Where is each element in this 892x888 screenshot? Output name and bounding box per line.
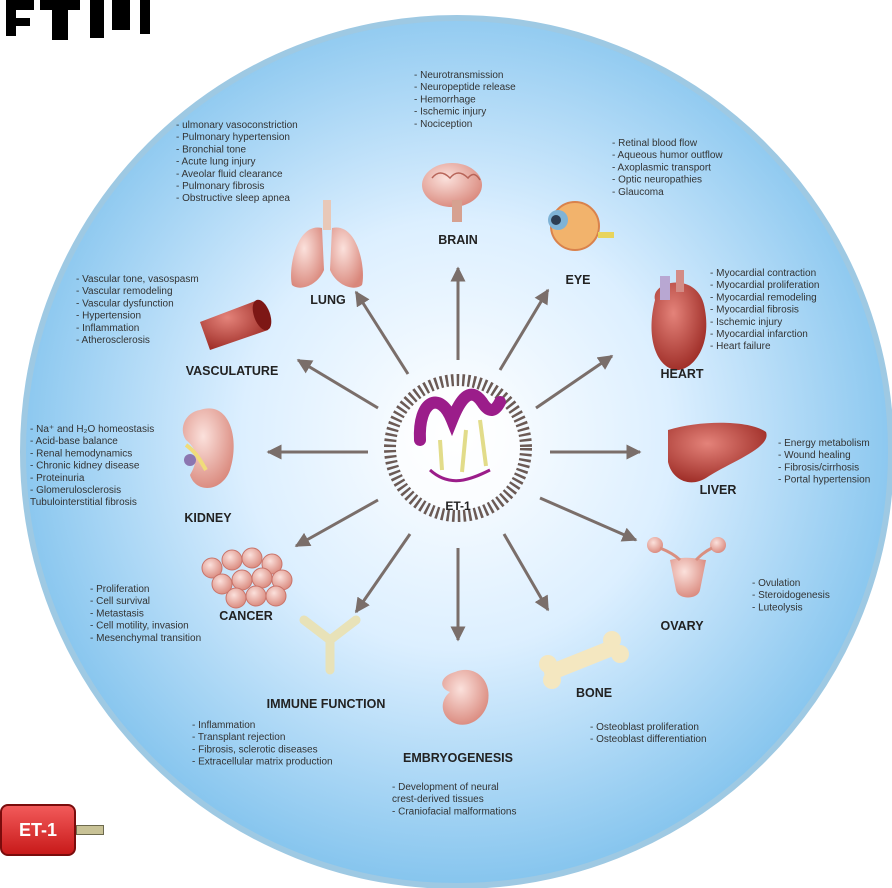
liver-effects-list: - Energy metabolism- Wound healing- Fibr… bbox=[778, 438, 870, 486]
effect-item: - Vascular remodeling bbox=[76, 286, 173, 297]
effect-item: - Inflammation bbox=[76, 323, 139, 334]
header-glyph bbox=[0, 0, 150, 46]
heart-label: HEART bbox=[660, 367, 703, 381]
effect-item: Tubulointerstitial fibrosis bbox=[30, 497, 137, 508]
vasculature-label: VASCULATURE bbox=[186, 364, 279, 378]
effect-item: - Extracellular matrix production bbox=[192, 757, 333, 768]
bone-label: BONE bbox=[576, 686, 612, 700]
lung-label: LUNG bbox=[310, 293, 345, 307]
effect-item: - Chronic kidney disease bbox=[30, 461, 140, 472]
effect-item: - Fibrosis, sclerotic diseases bbox=[192, 744, 318, 755]
effect-item: - Steroidogenesis bbox=[752, 590, 830, 601]
effect-item: - ulmonary vasoconstriction bbox=[176, 120, 298, 131]
effect-item: - Neuropeptide release bbox=[414, 82, 516, 93]
effect-item: - Aveolar fluid clearance bbox=[176, 169, 283, 180]
effect-item: - Glomerulosclerosis bbox=[30, 485, 121, 496]
effect-item: - Acute lung injury bbox=[176, 157, 256, 168]
effect-item: - Fibrosis/cirrhosis bbox=[778, 462, 859, 473]
effect-item: - Myocardial infarction bbox=[710, 329, 808, 340]
et1-badge: ET-1 bbox=[0, 804, 76, 856]
effect-item: - Mesenchymal transition bbox=[90, 633, 201, 644]
kidney-icon bbox=[183, 408, 234, 488]
effect-item: - Portal hypertension bbox=[778, 475, 870, 486]
effect-item: - Ischemic injury bbox=[414, 107, 486, 118]
effect-item: - Pulmonary hypertension bbox=[176, 132, 290, 143]
immune-label: IMMUNE FUNCTION bbox=[267, 697, 386, 711]
effect-item: - Axoplasmic transport bbox=[612, 162, 711, 173]
effect-item: - Energy metabolism bbox=[778, 438, 870, 449]
et1-badge-connector bbox=[76, 825, 104, 835]
effect-item: - Optic neuropathies bbox=[612, 175, 702, 186]
effect-item: - Proteinuria bbox=[30, 473, 85, 484]
embryogenesis-label: EMBRYOGENESIS bbox=[403, 751, 513, 765]
effect-item: - Proliferation bbox=[90, 584, 149, 595]
effect-item: - Atherosclerosis bbox=[76, 335, 150, 346]
effect-item: - Acid-base balance bbox=[30, 436, 118, 447]
effect-item: - Inflammation bbox=[192, 720, 255, 731]
effect-item: - Craniofacial malformations bbox=[392, 806, 517, 817]
effect-item: - Vascular tone, vasospasm bbox=[76, 274, 199, 285]
effect-item: - Cell motility, invasion bbox=[90, 621, 189, 632]
effect-item: - Nociception bbox=[414, 119, 472, 130]
bone-effects-list: - Osteoblast proliferation- Osteoblast d… bbox=[590, 722, 707, 745]
effect-item: - Metastasis bbox=[90, 608, 144, 619]
ovary-label: OVARY bbox=[660, 619, 704, 633]
effect-item: - Hemorrhage bbox=[414, 94, 476, 105]
effect-item: - Luteolysis bbox=[752, 602, 803, 613]
effect-item: - Neurotransmission bbox=[414, 70, 503, 81]
effect-item: - Obstructive sleep apnea bbox=[176, 193, 290, 204]
effect-item: - Transplant rejection bbox=[192, 732, 285, 743]
center-label: ET-1 bbox=[445, 499, 471, 513]
effect-item: - Osteoblast differentiation bbox=[590, 734, 707, 745]
effect-item: - Bronchial tone bbox=[176, 144, 246, 155]
brain-label: BRAIN bbox=[438, 233, 478, 247]
cancer-label: CANCER bbox=[219, 609, 272, 623]
effect-item: - Renal hemodynamics bbox=[30, 448, 132, 459]
effect-item: - Myocardial contraction bbox=[710, 268, 816, 279]
effect-item: - Ischemic injury bbox=[710, 317, 782, 328]
effect-item: - Heart failure bbox=[710, 341, 771, 352]
effect-item: - Hypertension bbox=[76, 311, 141, 322]
effect-item: - Vascular dysfunction bbox=[76, 298, 174, 309]
effect-item: - Myocardial fibrosis bbox=[710, 305, 799, 316]
effect-item: - Cell survival bbox=[90, 596, 150, 607]
effect-item: - Ovulation bbox=[752, 578, 800, 589]
effect-item: - Wound healing bbox=[778, 450, 851, 461]
effect-item: - Myocardial remodeling bbox=[710, 292, 817, 303]
eye-label: EYE bbox=[565, 273, 590, 287]
effect-item: - Aqueous humor outflow bbox=[612, 150, 723, 161]
effect-item: - Pulmonary fibrosis bbox=[176, 181, 264, 192]
effect-item: - Retinal blood flow bbox=[612, 138, 698, 149]
effect-item: - Na⁺ and H₂O homeostasis bbox=[30, 424, 154, 435]
kidney-label: KIDNEY bbox=[184, 511, 232, 525]
effect-item: - Glaucoma bbox=[612, 187, 664, 198]
effect-item: - Development of neural bbox=[392, 782, 499, 793]
effect-item: - Myocardial proliferation bbox=[710, 280, 820, 291]
liver-label: LIVER bbox=[700, 483, 737, 497]
effect-item: - Osteoblast proliferation bbox=[590, 722, 699, 733]
effect-item: crest-derived tissues bbox=[392, 794, 484, 805]
